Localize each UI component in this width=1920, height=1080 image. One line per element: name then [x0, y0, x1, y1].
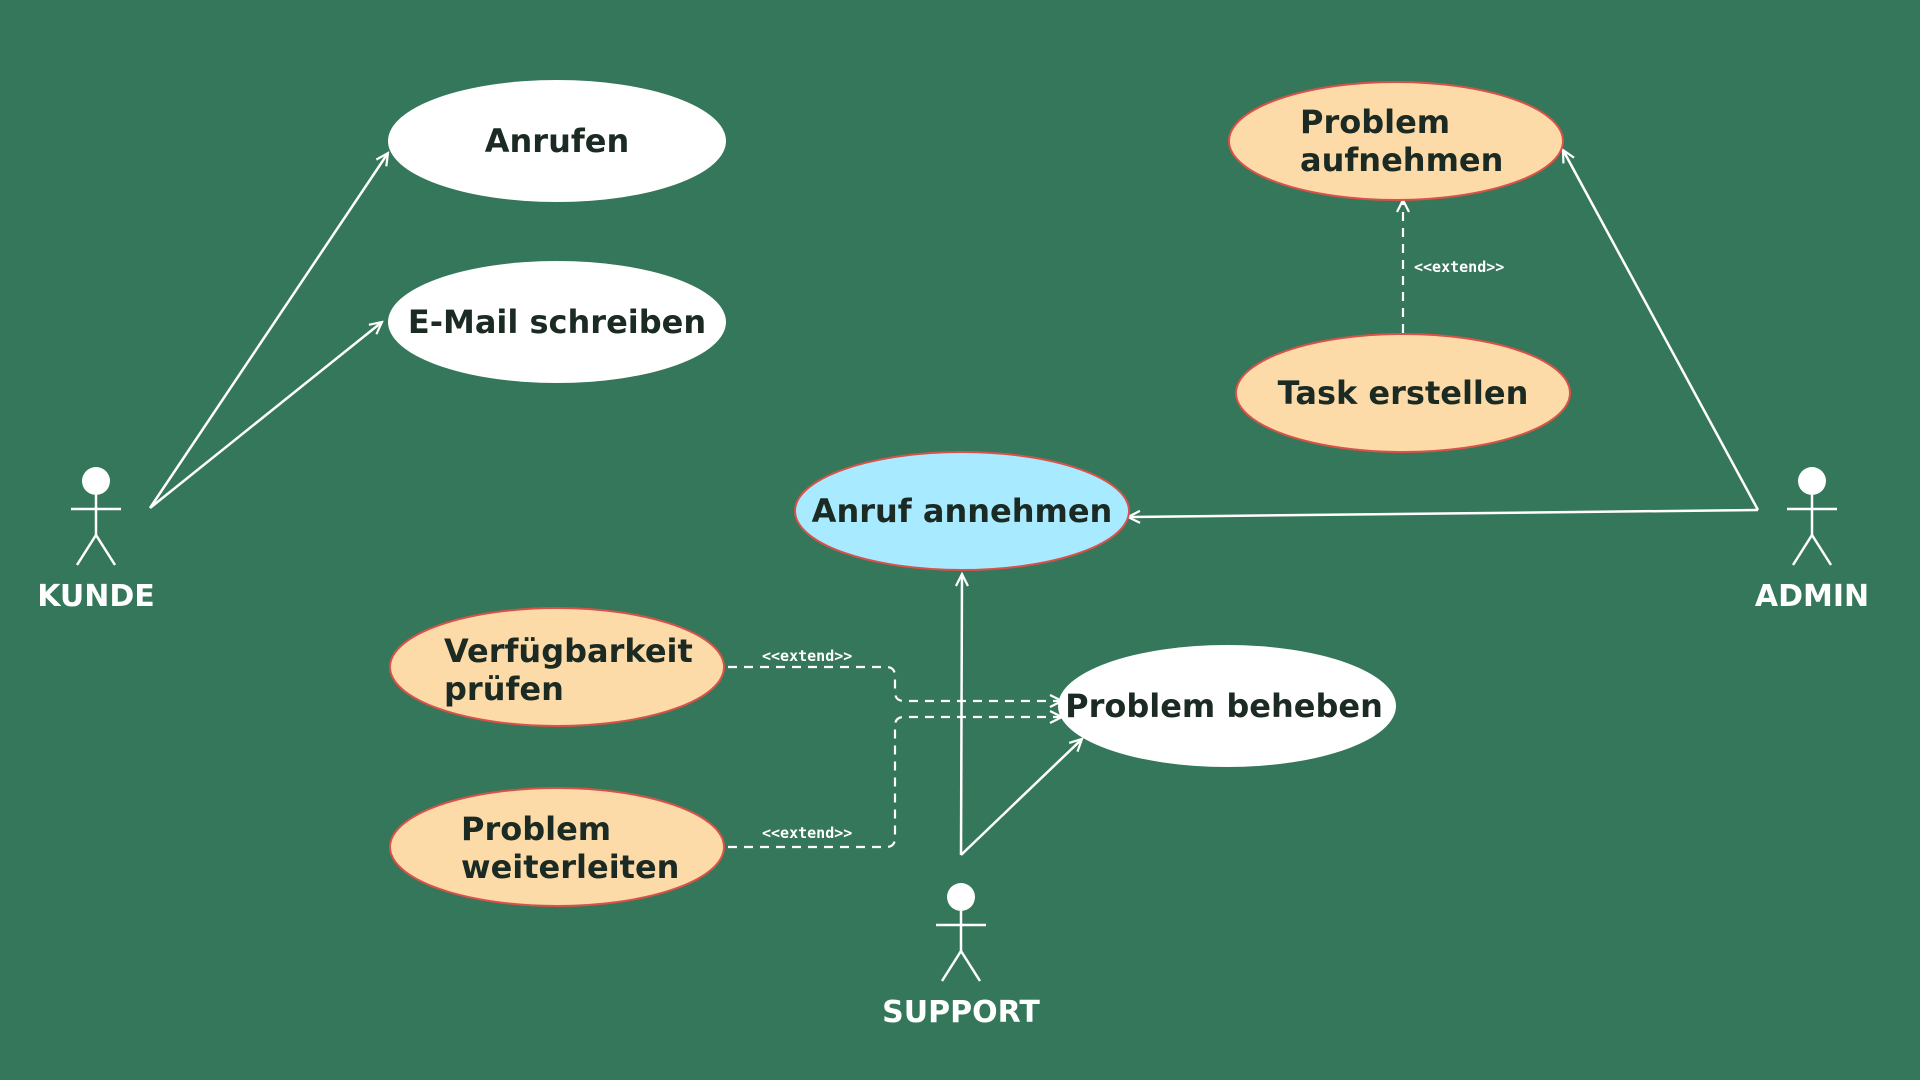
usecase-label: Task erstellen [1278, 374, 1529, 412]
usecase-anruf-annehmen: Anruf annehmen [794, 451, 1130, 571]
usecase-ellipse [388, 80, 726, 202]
usecase-label-line2: aufnehmen [1300, 141, 1503, 179]
usecase-verfuegbarkeit-pruefen: Verfügbarkeit prüfen [389, 607, 725, 727]
assoc-support-problem-beheben [960, 739, 1082, 856]
assoc-support-anruf-annehmen [961, 574, 962, 856]
extend-weiterleiten-to-problem-beheben [728, 717, 1062, 849]
stick-figure-icon [936, 883, 986, 982]
actor-admin: ADMIN [1755, 467, 1869, 614]
usecase-label: Anruf annehmen [812, 492, 1113, 530]
usecase-ellipse [794, 451, 1130, 571]
stick-figure-icon [1787, 467, 1837, 566]
usecase-label-line1: Verfügbarkeit [444, 632, 693, 670]
assoc-admin-anruf-annehmen [1128, 508, 1759, 517]
extend-label-verfuegbarkeit: <<extend>> [762, 647, 852, 665]
assoc-kunde-email [149, 322, 382, 509]
usecase-label-line1: Problem [1300, 103, 1450, 141]
usecase-task-erstellen: Task erstellen [1235, 333, 1571, 453]
extend-verfuegbarkeit-to-problem-beheben [728, 665, 1062, 701]
usecase-label-line2: weiterleiten [461, 848, 679, 886]
usecase-ellipse [389, 787, 725, 907]
association-lines [148, 150, 1760, 856]
usecase-label-line2: prüfen [444, 670, 564, 708]
usecase-ellipse [1058, 645, 1396, 767]
actor-kunde: KUNDE [37, 467, 155, 614]
usecase-ellipse [389, 607, 725, 727]
assoc-admin-problem-aufnehmen [1563, 150, 1760, 511]
actor-label: ADMIN [1755, 579, 1869, 614]
usecase-problem-aufnehmen: Problem aufnehmen [1228, 81, 1564, 201]
actor-support: SUPPORT [882, 883, 1040, 1030]
usecase-ellipse [1235, 333, 1571, 453]
usecase-problem-beheben: Problem beheben [1058, 645, 1396, 767]
actor-label: SUPPORT [882, 995, 1040, 1030]
usecase-ellipse [388, 261, 726, 383]
usecase-label: Anrufen [485, 122, 630, 160]
usecase-label: E-Mail schreiben [408, 303, 706, 341]
usecase-label-line1: Problem [461, 810, 611, 848]
extend-label-task: <<extend>> [1414, 258, 1504, 276]
usecase-anrufen: Anrufen [388, 80, 726, 202]
assoc-kunde-anrufen [148, 153, 388, 509]
extend-label-weiterleiten: <<extend>> [762, 824, 852, 842]
usecase-problem-weiterleiten: Problem weiterleiten [389, 787, 725, 907]
stick-figure-icon [71, 467, 121, 566]
extend-lines [728, 200, 1403, 849]
usecase-label: Problem beheben [1065, 687, 1383, 725]
actor-label: KUNDE [37, 579, 155, 614]
usecase-email-schreiben: E-Mail schreiben [388, 261, 726, 383]
usecase-ellipse [1228, 81, 1564, 201]
